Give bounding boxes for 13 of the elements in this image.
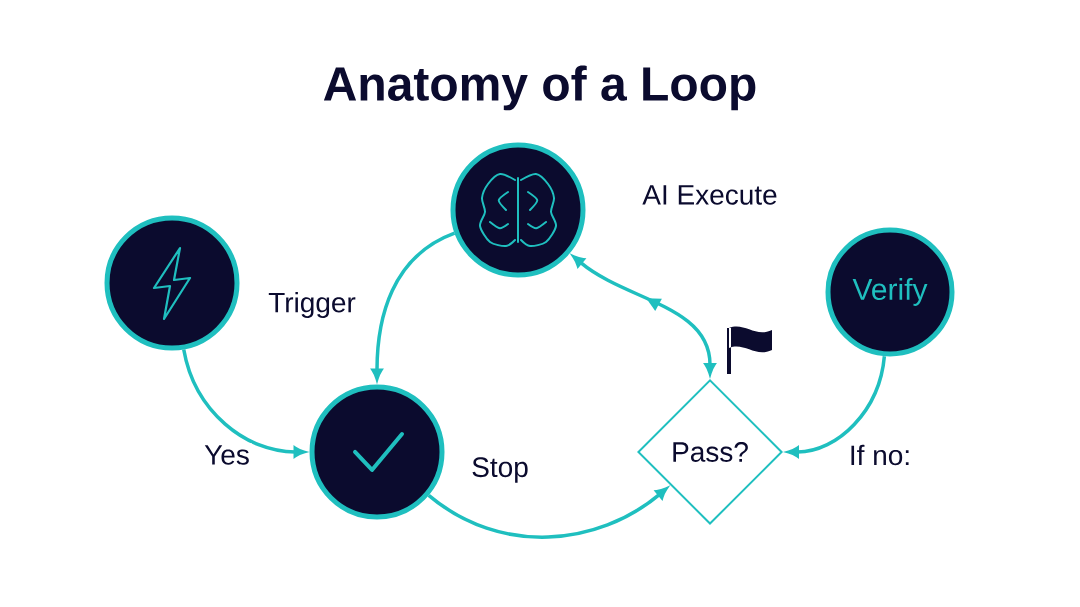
circle-node <box>104 215 240 351</box>
edge-label: If no: <box>846 442 914 468</box>
node-caption: AI Execute <box>642 185 777 205</box>
node-caption: Stop <box>472 457 528 483</box>
circle-node <box>450 142 586 278</box>
circle-node <box>309 384 445 520</box>
circle-node: Verify <box>825 227 955 357</box>
arrow <box>371 231 456 381</box>
arrow <box>427 487 668 539</box>
title: Anatomy of a Loop <box>323 65 756 111</box>
node-caption: Trigger <box>268 291 356 319</box>
edge-label: Yes <box>202 443 252 467</box>
arrow <box>182 349 306 458</box>
